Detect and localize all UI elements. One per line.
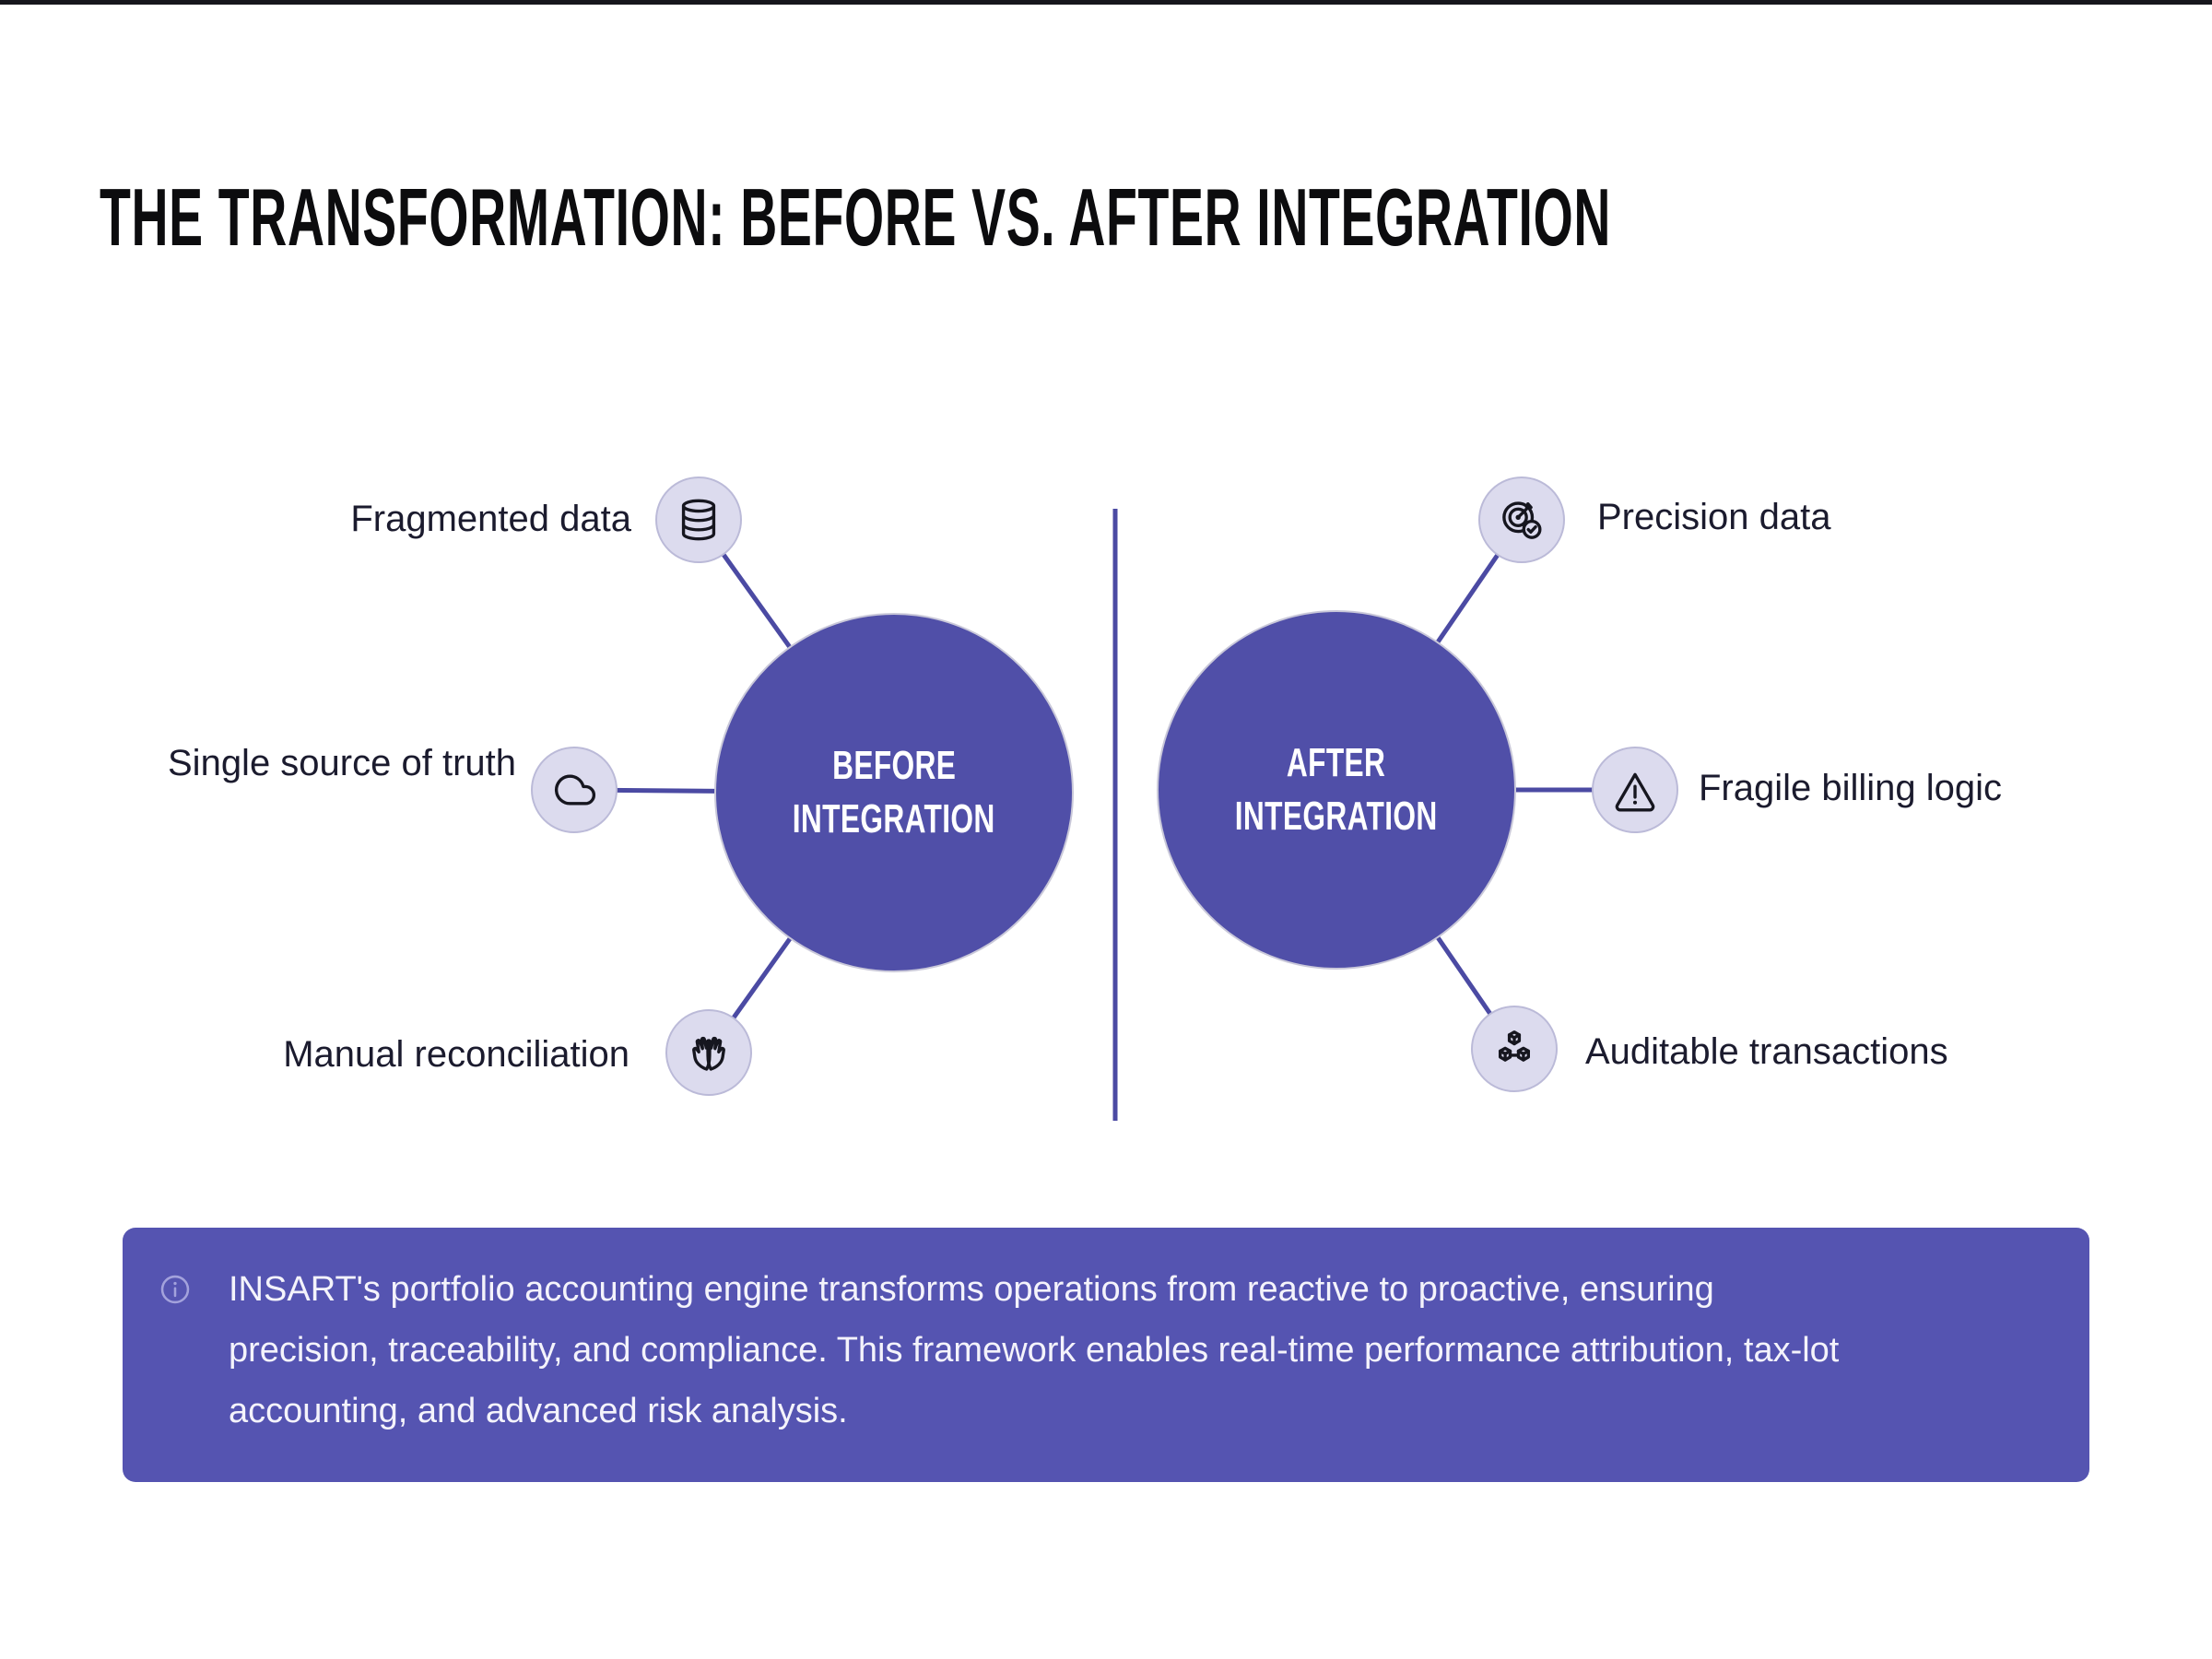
page-title: THE TRANSFORMATION: BEFORE VS. AFTER INT… — [100, 171, 1612, 263]
node-label-auditable-transactions: Auditable transactions — [1585, 1031, 1948, 1072]
after-circle-label-line2: INTEGRATION — [1235, 794, 1438, 839]
after-integration-circle: AFTER INTEGRATION — [1157, 610, 1516, 970]
callout-text-line-3: accounting, and advanced risk analysis. — [229, 1392, 848, 1430]
node-label-manual-reconciliation: Manual reconciliation — [283, 1034, 629, 1075]
fragile-billing-bubble — [1592, 747, 1678, 833]
node-label-fragmented-data: Fragmented data — [350, 499, 631, 539]
info-icon — [159, 1273, 192, 1306]
single-source-bubble — [531, 747, 618, 833]
warning-triangle-icon — [1615, 772, 1655, 812]
cubes-icon — [1499, 1030, 1530, 1062]
precision-data-bubble — [1478, 477, 1565, 563]
node-label-precision-data: Precision data — [1597, 497, 1831, 537]
before-integration-circle: BEFORE INTEGRATION — [714, 613, 1074, 972]
cloud-icon — [554, 774, 596, 806]
top-edge-strip — [0, 0, 2212, 5]
callout-text-line-1: INSART's portfolio accounting engine tra… — [229, 1270, 1714, 1309]
after-circle-label-line1: AFTER — [1287, 740, 1386, 785]
manual-reconciliation-bubble — [665, 1009, 752, 1096]
callout-banner — [123, 1228, 2089, 1482]
callout-text: INSART's portfolio accounting engine tra… — [229, 1259, 2072, 1441]
fragmented-data-bubble — [655, 477, 742, 563]
target-check-icon — [1502, 501, 1542, 539]
database-icon — [681, 499, 716, 541]
auditable-transactions-bubble — [1471, 1006, 1558, 1092]
node-label-fragile-billing: Fragile billing logic — [1699, 768, 2003, 808]
node-label-single-source: Single source of truth — [168, 743, 516, 783]
before-circle-label-line2: INTEGRATION — [793, 796, 995, 841]
before-circle-label-line1: BEFORE — [831, 743, 957, 788]
callout-text-line-2: precision, traceability, and compliance.… — [229, 1331, 1840, 1370]
hands-icon — [692, 1036, 725, 1071]
